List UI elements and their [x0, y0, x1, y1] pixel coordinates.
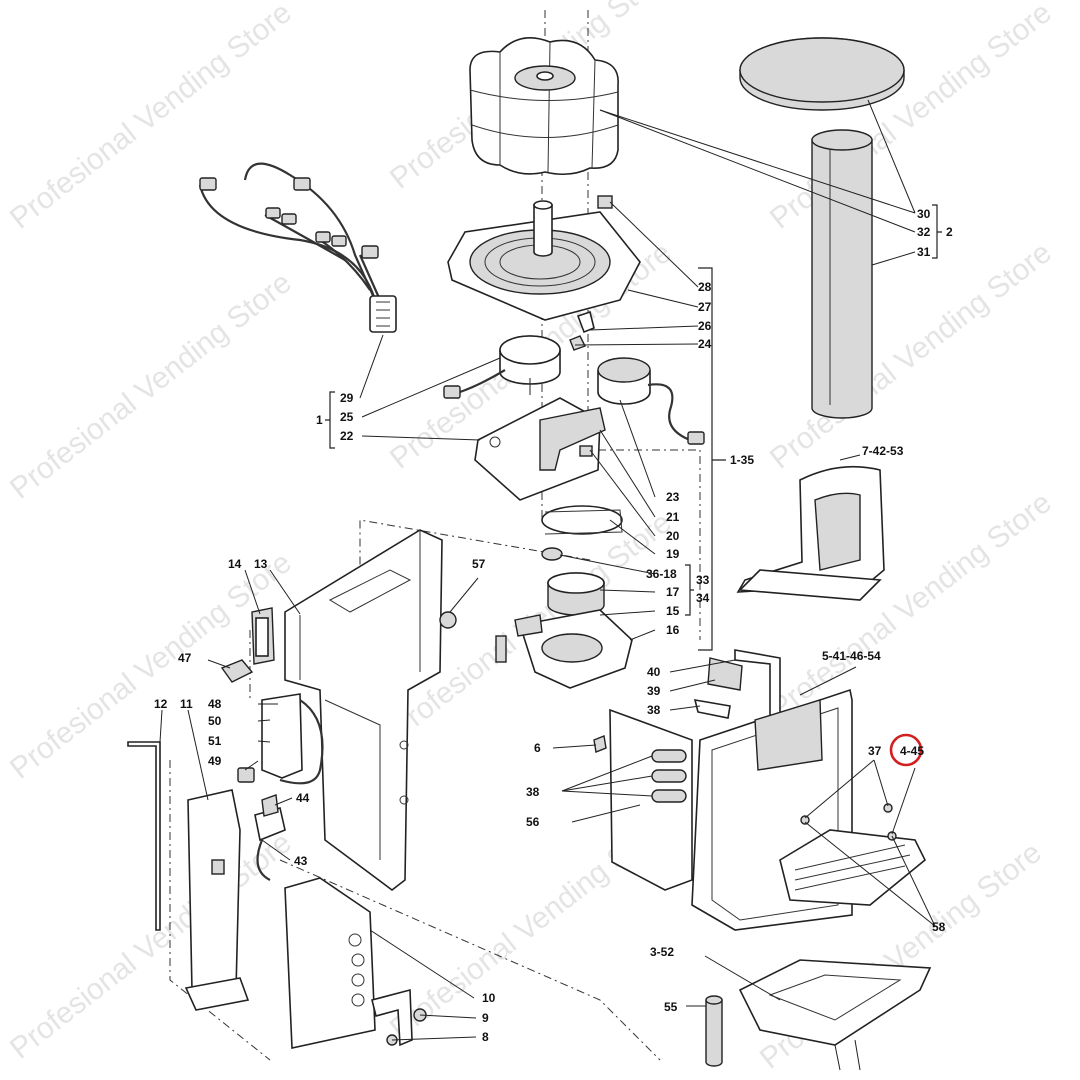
- carousel-motor: [443, 335, 561, 399]
- leader-lines: [159, 99, 936, 1041]
- label-55: 55: [664, 1000, 678, 1014]
- label-26: 26: [698, 319, 712, 333]
- gear-housing: [495, 609, 633, 689]
- label-47: 47: [178, 651, 192, 665]
- label-32: 32: [917, 225, 931, 239]
- drip-tray: [738, 959, 932, 1071]
- label-49: 49: [208, 754, 222, 768]
- label-48: 48: [208, 697, 222, 711]
- label-16: 16: [666, 623, 680, 637]
- label-39: 39: [647, 684, 661, 698]
- gear-stack: [541, 505, 623, 616]
- label-11: 11: [180, 697, 193, 711]
- watermark: Profesional Vending Store: [764, 236, 1058, 476]
- label-group-33: 33: [696, 573, 710, 587]
- label-56: 56: [526, 815, 540, 829]
- label-group-2: 2: [946, 225, 953, 239]
- label-40: 40: [647, 665, 661, 679]
- watermark: Profesional Vending Store: [4, 266, 298, 506]
- part-labels: 30 32 31 2 28 27 26 24 29 1 25 22 23 21 …: [154, 207, 953, 1044]
- label-10: 10: [482, 991, 496, 1005]
- label-group-1-35: 1-35: [730, 453, 754, 467]
- drive-bracket: [474, 397, 606, 501]
- label-38-lower: 38: [526, 785, 540, 799]
- carousel-base-plate: [447, 195, 641, 351]
- label-17: 17: [666, 585, 680, 599]
- label-3-52: 3-52: [650, 945, 674, 959]
- label-43: 43: [294, 854, 308, 868]
- label-36-18: 36-18: [646, 567, 677, 581]
- rear-panel: [593, 708, 693, 891]
- watermark: Profesional Vending Store: [4, 546, 298, 786]
- label-23: 23: [666, 490, 680, 504]
- label-13: 13: [254, 557, 268, 571]
- label-8: 8: [482, 1030, 489, 1044]
- wiring-harness: [198, 162, 397, 333]
- highlight-circle: [889, 733, 923, 767]
- label-21: 21: [666, 510, 680, 524]
- bracket-40: [693, 649, 781, 721]
- label-28: 28: [698, 280, 712, 294]
- label-group-1: 1: [316, 413, 323, 427]
- label-4-45: 4-45: [900, 744, 924, 758]
- cup-carousel: [469, 36, 619, 176]
- group-brackets: [325, 204, 942, 651]
- label-14: 14: [228, 557, 242, 571]
- label-57: 57: [472, 557, 486, 571]
- label-20: 20: [666, 529, 680, 543]
- label-7-42-53: 7-42-53: [862, 444, 904, 458]
- label-37: 37: [868, 744, 882, 758]
- label-29: 29: [340, 391, 354, 405]
- watermark: Profesional Vending Store: [4, 826, 298, 1066]
- label-27: 27: [698, 300, 712, 314]
- label-22: 22: [340, 429, 354, 443]
- label-25: 25: [340, 410, 354, 424]
- column-tube: [811, 129, 873, 419]
- label-19: 19: [666, 547, 680, 561]
- label-24: 24: [698, 337, 712, 351]
- watermark: Profesional Vending Store: [4, 0, 298, 236]
- label-15: 15: [666, 604, 680, 618]
- hinge: [251, 607, 275, 665]
- switch-assembly: [220, 659, 324, 785]
- lower-plate: [284, 877, 427, 1049]
- label-30: 30: [917, 207, 931, 221]
- pipe: [705, 995, 723, 1067]
- support-rod: [127, 741, 161, 931]
- label-group-34: 34: [696, 591, 710, 605]
- cup-holder: [736, 465, 885, 601]
- label-6: 6: [534, 741, 541, 755]
- label-5-41-46-54: 5-41-46-54: [822, 649, 881, 663]
- label-31: 31: [917, 245, 931, 259]
- side-plate: [184, 789, 250, 1011]
- main-frame-bracket: [284, 529, 457, 892]
- drive-motor: [597, 357, 705, 445]
- label-50: 50: [208, 714, 222, 728]
- label-38-upper: 38: [647, 703, 661, 717]
- watermark: Profesional Vending Store: [764, 0, 1058, 236]
- label-9: 9: [482, 1011, 489, 1025]
- label-44: 44: [296, 791, 310, 805]
- label-12: 12: [154, 697, 168, 711]
- label-51: 51: [208, 734, 222, 748]
- label-58: 58: [932, 920, 946, 934]
- column-cap: [739, 37, 905, 111]
